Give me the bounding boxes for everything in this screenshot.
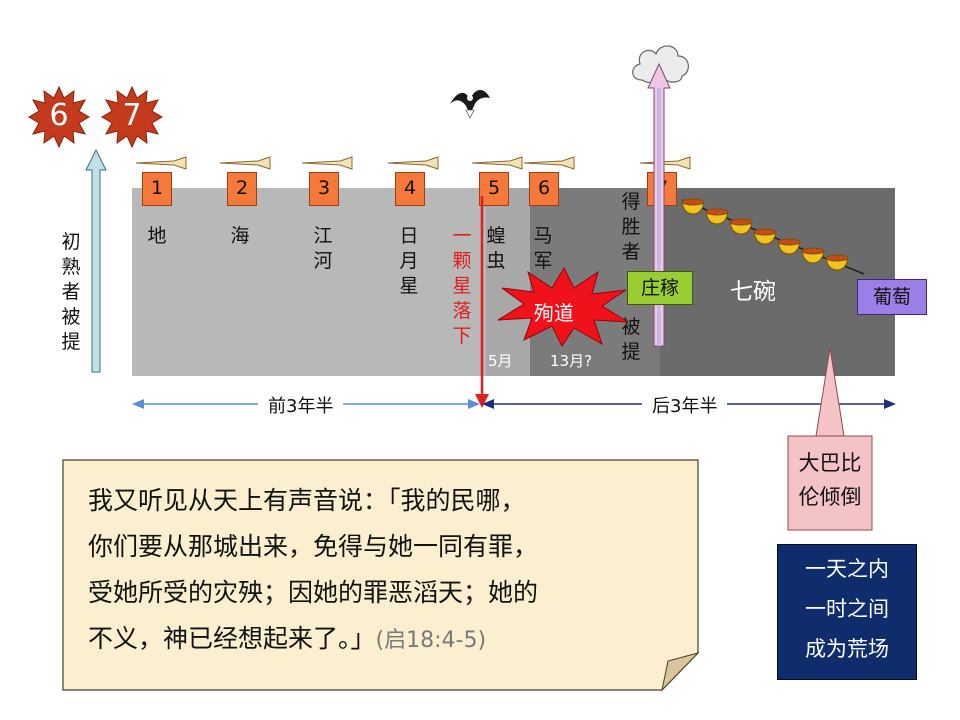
timeline-dark-band [660, 188, 895, 376]
second-half-label: 后3年半 [642, 392, 728, 418]
trumpet-flag-2: 2 [227, 172, 257, 206]
timeline-first-half-band [132, 188, 488, 376]
quote-reference: (启18:4-5) [375, 628, 487, 653]
trumpet-flag-3: 3 [309, 172, 339, 206]
firstfruits-rapture-label: 初熟者被提 [61, 231, 81, 353]
victors-rapture-arrow [647, 62, 671, 347]
midpoint-red-arrow [475, 196, 489, 408]
thirteen-months-label: 13月? [550, 352, 593, 370]
trumpet-flag-5: 5 [479, 172, 509, 206]
babylon-fall-label: 大巴比伦倾倒 [798, 451, 862, 509]
babylon-fall-callout [787, 347, 873, 531]
seal-six-label: 6 [49, 98, 69, 133]
trumpet-2-label: 海 [230, 225, 250, 247]
trumpet-icon [639, 156, 691, 170]
trumpet-icon [523, 156, 575, 170]
harvest-label: 庄稼 [627, 271, 693, 305]
trumpet-3-label: 江河 [313, 225, 333, 272]
trumpet-flag-1: 1 [142, 172, 172, 206]
one-day-box: 一天之内一时之间成为荒场 [777, 544, 917, 680]
quote-text: 我又听见从天上有声音说：「我的民哪， 你们要从那城出来，免得与她一同有罪， 受她… [88, 478, 688, 664]
quote-line-last: 不义，神已经想起来了。」(启18:4-5) [88, 624, 487, 653]
timeline-mid-band [486, 188, 532, 376]
star-falls-label: 一颗星落下 [452, 225, 472, 347]
quote-line: 受她所受的灾殃；因她的罪恶滔天；她的 [88, 578, 539, 607]
quote-line: 你们要从那城出来，免得与她一同有罪， [88, 532, 539, 561]
trumpet-flag-6: 6 [529, 172, 559, 206]
trumpet-flag-4: 4 [395, 172, 425, 206]
firstfruits-rapture-arrow [85, 148, 107, 373]
martyrdom-label: 殉道 [534, 301, 574, 325]
seven-bowls-label: 七碗 [730, 279, 776, 305]
trumpet-icon [471, 156, 523, 170]
trumpet-4-label: 日月星 [399, 225, 419, 297]
eagle-icon [450, 89, 490, 119]
five-months-label: 5月 [488, 352, 513, 370]
trumpet-5-label: 蝗虫 [486, 225, 506, 272]
grapes-label: 葡萄 [857, 279, 927, 315]
trumpet-icon [301, 156, 353, 170]
quote-line: 我又听见从天上有声音说：「我的民哪， [88, 486, 526, 515]
quote-scroll-bg [62, 459, 700, 692]
trumpet-icon [387, 156, 439, 170]
seal-six-icon [28, 86, 90, 148]
seal-seven-label: 7 [122, 98, 142, 133]
martyrdom-burst-icon [497, 266, 629, 347]
trumpet-1-label: 地 [147, 225, 167, 247]
seven-bowls-icon [681, 198, 865, 275]
seal-seven-icon [101, 86, 163, 148]
trumpet-6-label: 马军 [533, 225, 553, 272]
trumpet-icon [135, 156, 187, 170]
first-half-label: 前3年半 [258, 392, 344, 418]
trumpet-icon [219, 156, 271, 170]
